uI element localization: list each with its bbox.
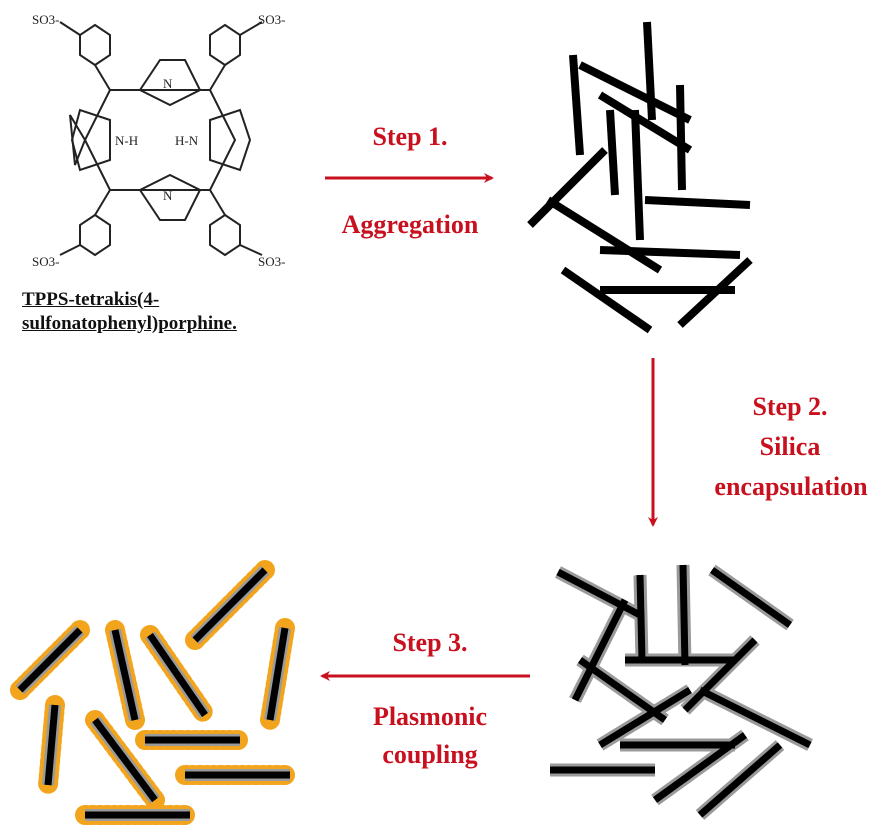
porphyrin-ring	[83, 89, 237, 191]
step2-title: Step 2.	[752, 392, 828, 421]
tpps-molecule	[59, 21, 263, 257]
pyrrole-bottom	[138, 173, 202, 221]
aggregate-rods	[527, 21, 753, 334]
n-label-bottom: N	[163, 188, 173, 203]
pyrrole-left-ring	[70, 108, 111, 172]
molecule-atom-labels: N N N-H H-N SO3- SO3- SO3- SO3-	[32, 12, 285, 269]
n-label-top: N	[163, 76, 173, 91]
phenyl-top-left	[79, 23, 111, 67]
step3-desc-line1: Plasmonic	[372, 702, 488, 731]
nh-label-left: N-H	[115, 133, 138, 148]
so3-label-tl: SO3-	[32, 12, 59, 27]
step1-desc: Aggregation	[341, 210, 479, 239]
encapsulated-rods	[550, 564, 813, 820]
so3-label-bl: SO3-	[32, 254, 59, 269]
step2-desc-line1: Silica	[759, 432, 821, 461]
molecule-caption-line1: TPPS-tetrakis(4-	[22, 289, 160, 310]
phenyl-bottom-right	[209, 213, 241, 257]
molecule-caption: TPPS-tetrakis(4- sulfonatophenyl)porphin…	[22, 288, 237, 336]
molecule-caption-line2: sulfonatophenyl)porphine.	[22, 313, 237, 334]
phenyl-top-right	[209, 23, 241, 67]
pyrrole-top	[138, 59, 202, 107]
so3-label-tr: SO3-	[258, 12, 285, 27]
phenyl-bottom-left	[79, 213, 111, 257]
hn-label-right: H-N	[175, 133, 199, 148]
step2-desc-line2: encapsulation	[714, 472, 868, 501]
step1-title: Step 1.	[372, 122, 448, 151]
pyrrole-right-ring	[209, 108, 252, 172]
step3-desc-line2: coupling	[382, 740, 478, 769]
step3-title: Step 3.	[392, 628, 468, 657]
plasmonic-rods	[10, 560, 300, 825]
so3-label-br: SO3-	[258, 254, 285, 269]
